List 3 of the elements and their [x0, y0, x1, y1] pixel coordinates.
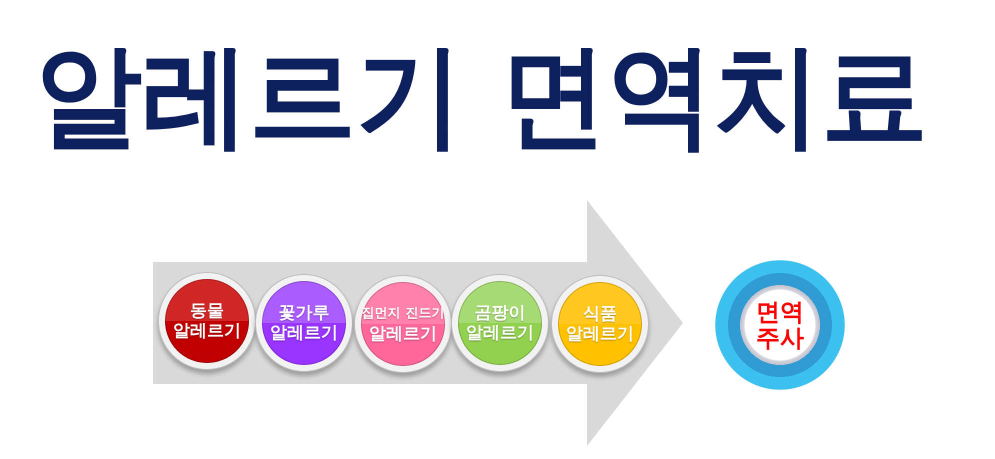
- title: 알레르기 면역치료: [34, 35, 930, 157]
- block-arrow: [153, 200, 683, 446]
- target-circle: 면역 주사: [715, 260, 845, 390]
